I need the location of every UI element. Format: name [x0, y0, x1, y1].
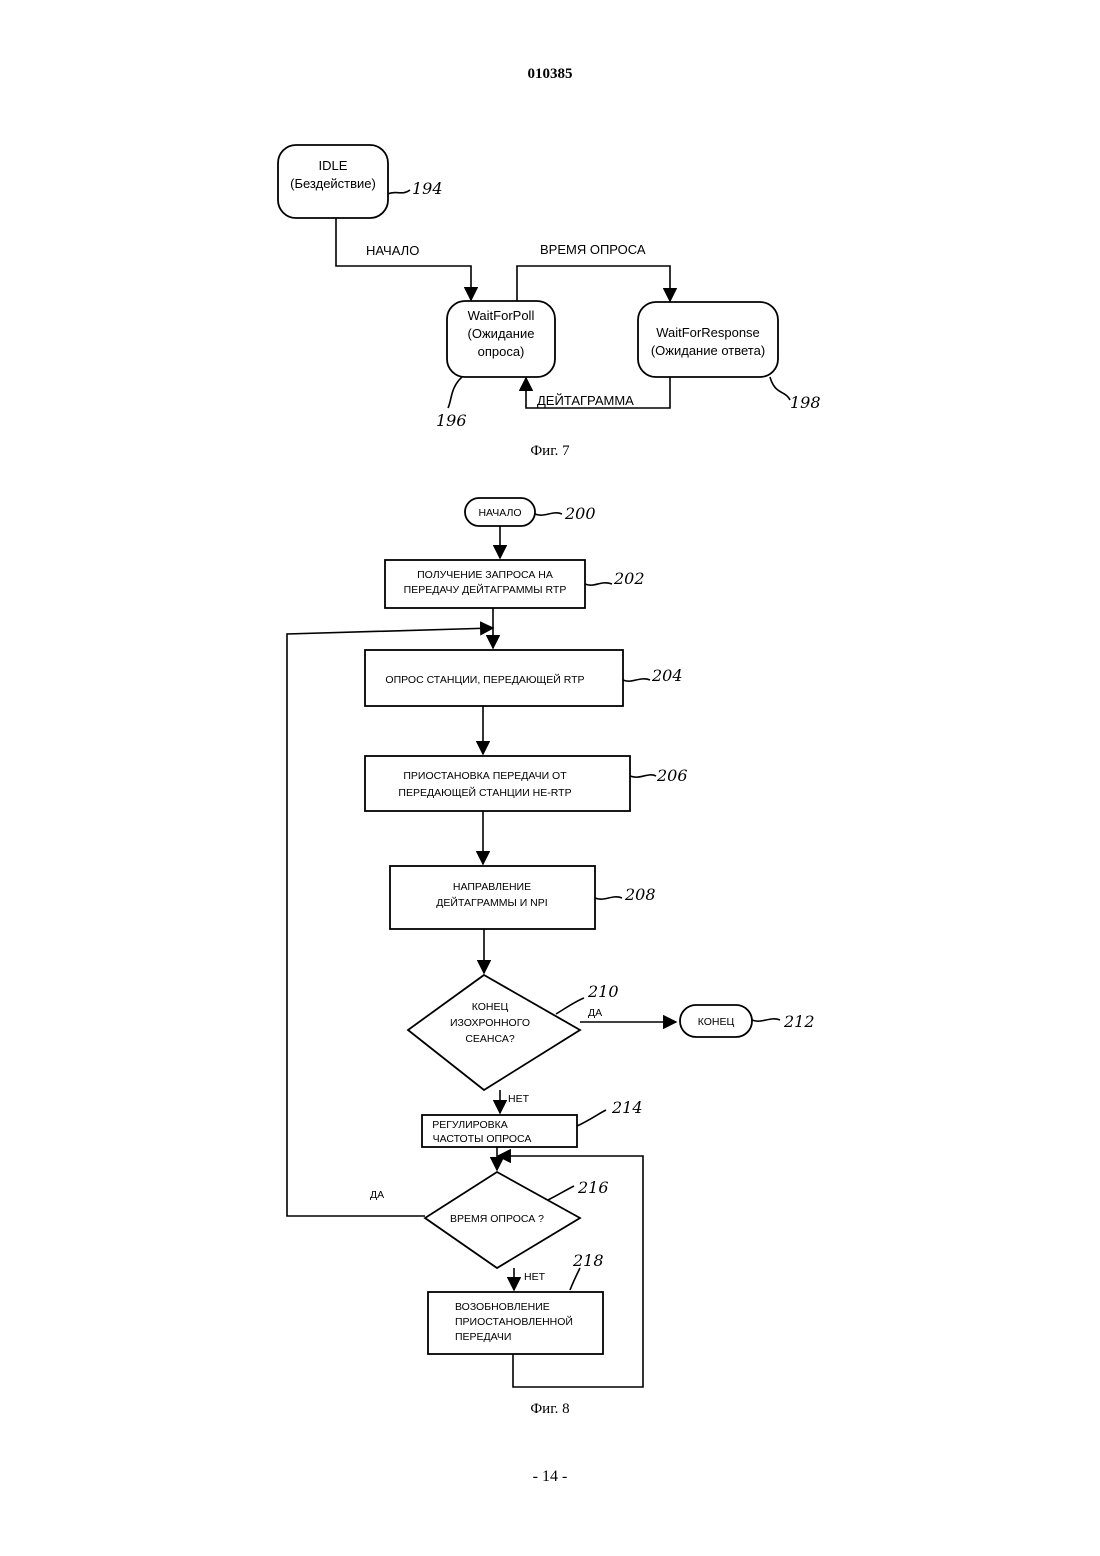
step-218-line-3: ПЕРЕДАЧИ	[455, 1331, 511, 1343]
ref-212: 212	[783, 1012, 815, 1031]
state-idle: IDLE (Бездействие) 194	[278, 145, 443, 218]
step-218: ВОЗОБНОВЛЕНИЕ ПРИОСТАНОВЛЕННОЙ ПЕРЕДАЧИ …	[428, 1251, 604, 1354]
fig8-flowchart: НАЧАЛО 200 ПОЛУЧЕНИЕ ЗАПРОСА НА ПЕРЕДАЧУ…	[287, 498, 815, 1417]
decision-210: КОНЕЦ ИЗОХРОННОГО СЕАНСА? 210	[408, 975, 619, 1090]
state-waitforpoll: WaitForPoll (Ожидание опроса) 196	[436, 301, 555, 430]
transition-datagram-label: ДЕЙТАГРАММА	[537, 393, 634, 408]
transition-start-label: НАЧАЛО	[366, 243, 419, 258]
step-208-line-2: ДЕЙТАГРАММЫ И NPI	[436, 896, 547, 909]
state-waitforpoll-line-2: (Ожидание	[468, 326, 535, 341]
page-footer: - 14 -	[0, 1468, 1100, 1486]
step-204-line-1: ОПРОС СТАНЦИИ, ПЕРЕДАЮЩЕЙ RTP	[385, 673, 584, 686]
decision-210-line-1: КОНЕЦ	[472, 1001, 509, 1013]
ref-202: 202	[613, 569, 645, 588]
ref-214: 214	[611, 1098, 643, 1117]
state-waitforresponse: WaitForResponse (Ожидание ответа) 198	[638, 302, 821, 412]
step-206-line-2: ПЕРЕДАЮЩЕЙ СТАНЦИИ НЕ-RTP	[398, 786, 571, 799]
step-204: ОПРОС СТАНЦИИ, ПЕРЕДАЮЩЕЙ RTP 204	[365, 650, 683, 706]
step-202-line-1: ПОЛУЧЕНИЕ ЗАПРОСА НА	[417, 569, 553, 581]
start-label: НАЧАЛО	[478, 507, 521, 519]
step-214-line-2: ЧАСТОТЫ ОПРОСА	[433, 1133, 532, 1145]
step-218-line-2: ПРИОСТАНОВЛЕННОЙ	[455, 1315, 573, 1328]
transition-polltime-label: ВРЕМЯ ОПРОСА	[540, 242, 646, 257]
decision-216-line-1: ВРЕМЯ ОПРОСА ?	[450, 1213, 544, 1225]
step-214: РЕГУЛИРОВКА ЧАСТОТЫ ОПРОСА 214	[422, 1098, 643, 1147]
transition-polltime	[517, 266, 670, 301]
step-206-line-1: ПРИОСТАНОВКА ПЕРЕДАЧИ ОТ	[403, 770, 567, 782]
ref-194: 194	[412, 179, 443, 198]
step-202-line-2: ПЕРЕДАЧУ ДЕЙТАГРАММЫ RTP	[404, 583, 567, 596]
end-label: КОНЕЦ	[698, 1016, 735, 1028]
ref-218: 218	[572, 1251, 604, 1270]
decision-210-line-3: СЕАНСА?	[465, 1033, 515, 1045]
transition-start	[336, 218, 471, 300]
step-214-line-1: РЕГУЛИРОВКА	[432, 1119, 508, 1131]
state-waitforpoll-line-1: WaitForPoll	[468, 308, 535, 323]
ref-210: 210	[587, 982, 619, 1001]
fig7-diagram: IDLE (Бездействие) 194 WaitForPoll (Ожид…	[278, 145, 821, 459]
state-waitforresponse-line-1: WaitForResponse	[656, 325, 760, 340]
ref-206: 206	[656, 766, 688, 785]
ref-198: 198	[790, 393, 821, 412]
decision-216-yes: ДА	[370, 1189, 384, 1201]
fig8-end: КОНЕЦ 212	[680, 1005, 815, 1037]
state-idle-line-2: (Бездействие)	[290, 176, 376, 191]
ref-204: 204	[651, 666, 683, 685]
ref-200: 200	[564, 504, 596, 523]
step-208-line-1: НАПРАВЛЕНИЕ	[453, 881, 531, 893]
decision-216-no: НЕТ	[524, 1271, 546, 1283]
decision-210-line-2: ИЗОХРОННОГО	[450, 1017, 530, 1029]
decision-210-yes: ДА	[588, 1007, 602, 1019]
fig7-caption: Фиг. 7	[530, 443, 570, 459]
step-208: НАПРАВЛЕНИЕ ДЕЙТАГРАММЫ И NPI 208	[390, 866, 656, 929]
state-waitforpoll-line-3: опроса)	[478, 344, 525, 359]
step-218-line-1: ВОЗОБНОВЛЕНИЕ	[455, 1301, 550, 1313]
decision-210-no: НЕТ	[508, 1093, 530, 1105]
ref-208: 208	[624, 885, 656, 904]
fig8-caption: Фиг. 8	[530, 1401, 569, 1417]
state-waitforresponse-line-2: (Ожидание ответа)	[651, 343, 765, 358]
ref-216: 216	[577, 1178, 609, 1197]
state-idle-line-1: IDLE	[319, 158, 348, 173]
step-202: ПОЛУЧЕНИЕ ЗАПРОСА НА ПЕРЕДАЧУ ДЕЙТАГРАММ…	[385, 560, 645, 608]
ref-196: 196	[436, 411, 467, 430]
fig8-start: НАЧАЛО 200	[465, 498, 596, 526]
step-206: ПРИОСТАНОВКА ПЕРЕДАЧИ ОТ ПЕРЕДАЮЩЕЙ СТАН…	[365, 756, 688, 811]
